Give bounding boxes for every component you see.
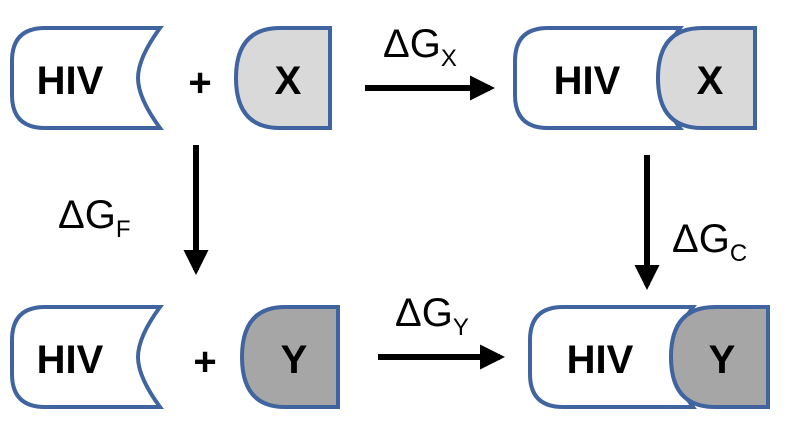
ligand-y-label: Y xyxy=(281,338,308,382)
hiv-x-complex: HIV X xyxy=(513,26,757,130)
dg-f-label: ΔGF xyxy=(58,193,131,243)
hiv-receptor-bottom-left: HIV xyxy=(10,305,164,409)
dg-y-label: ΔGY xyxy=(395,291,469,341)
ligand-x-left: X xyxy=(233,26,332,130)
complex-y-label: Y xyxy=(709,338,736,382)
plus-sign-top: + xyxy=(188,61,211,105)
ligand-y-left: Y xyxy=(239,305,340,409)
hiv-label-bottom: HIV xyxy=(37,338,104,382)
hiv-receptor-top-left: HIV xyxy=(10,26,164,130)
dg-c-label: ΔGC xyxy=(672,217,747,267)
ligand-x-label: X xyxy=(275,59,302,103)
complex-x-label: X xyxy=(697,59,724,103)
complex-hiv-label: HIV xyxy=(554,59,621,103)
dg-x-label: ΔGX xyxy=(383,22,457,72)
plus-sign-bottom: + xyxy=(193,340,216,384)
hiv-label: HIV xyxy=(37,59,104,103)
complex-hiv-label-bottom: HIV xyxy=(567,338,634,382)
hiv-y-complex: HIV Y xyxy=(528,305,770,409)
